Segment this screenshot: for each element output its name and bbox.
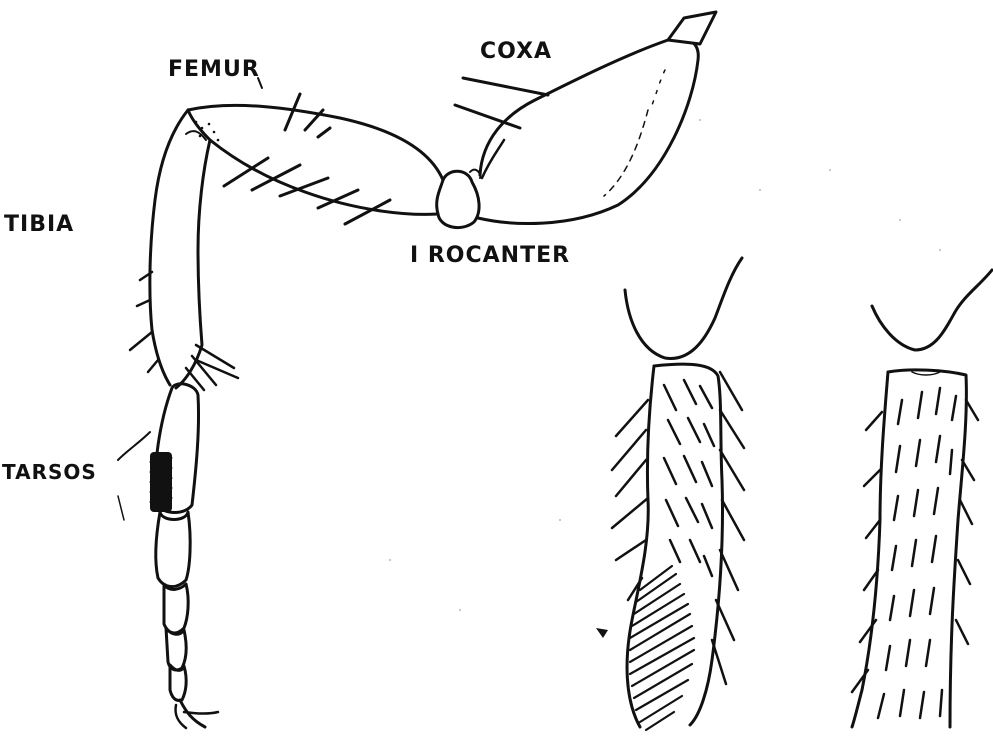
- plain-hairs-inner: [878, 388, 956, 718]
- label-trocanter: I ROCANTER: [410, 243, 570, 268]
- detail-basitarsus-comb: [596, 258, 744, 730]
- leader-lines: [118, 78, 262, 520]
- comb-hairs-inner: [664, 380, 714, 576]
- label-tibia: TIBIA: [4, 212, 74, 237]
- tibia-segment: [130, 110, 238, 390]
- pollen-comb-hatch: [630, 566, 694, 730]
- leg-main: [130, 12, 716, 728]
- label-coxa: COXA: [480, 39, 552, 64]
- label-tarsos: TARSOS: [2, 460, 97, 484]
- detail-basitarsus-plain: [852, 270, 992, 727]
- femur-segment: [188, 94, 443, 224]
- tarsus-segments: [150, 384, 218, 728]
- pollen-mark: [596, 628, 608, 638]
- label-femur: FEMUR: [168, 57, 260, 82]
